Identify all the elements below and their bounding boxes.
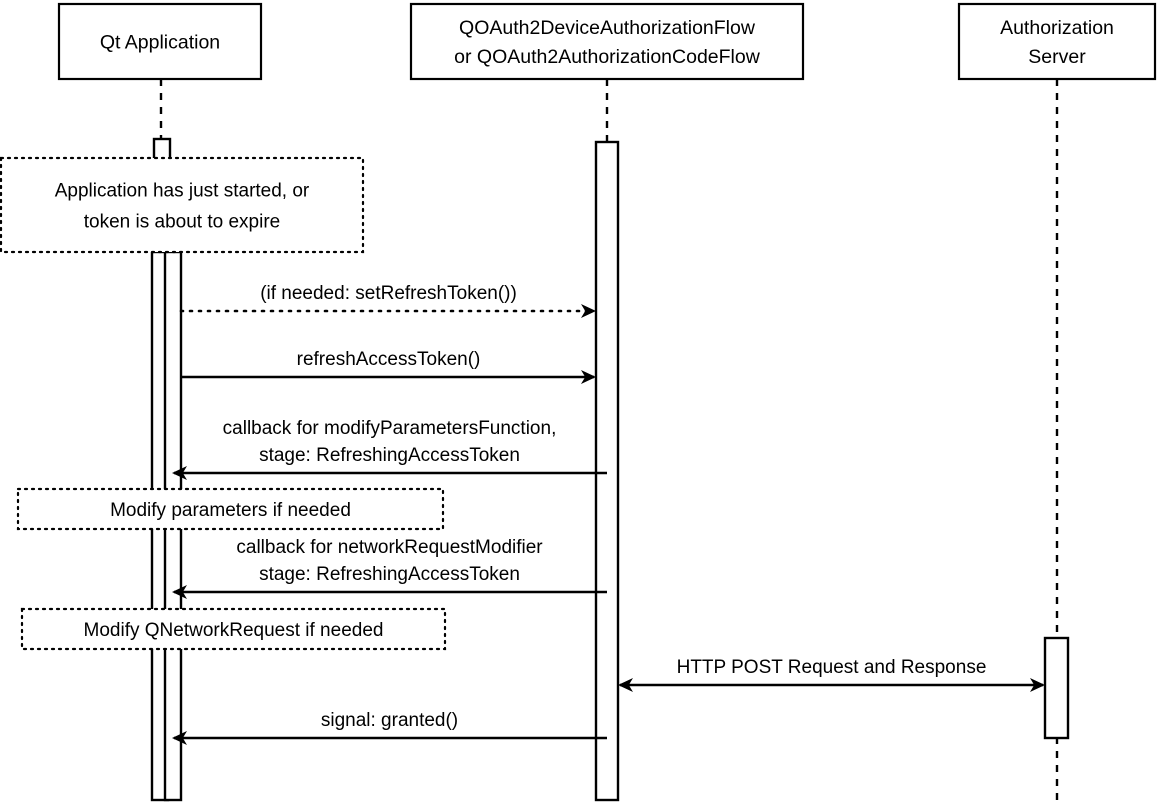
note-started: Application has just started, or token is… <box>0 156 365 254</box>
notes-layer: Application has just started, or token is… <box>0 156 447 651</box>
participant-label: Authorization <box>1000 17 1114 39</box>
msg-refresh-access-token: refreshAccessToken() <box>181 349 596 384</box>
note-text: Modify parameters if needed <box>110 500 351 521</box>
arrow-head-icon <box>172 466 187 480</box>
participant-label: QOAuth2DeviceAuthorizationFlow <box>459 17 756 39</box>
arrow-head-icon <box>581 304 596 318</box>
message-label: callback for networkRequestModifier <box>236 537 543 558</box>
message-label: refreshAccessToken() <box>297 349 481 370</box>
arrow-head-icon <box>581 370 596 384</box>
participant-label: Server <box>1028 46 1086 68</box>
note-border <box>16 487 445 531</box>
participants-layer: Qt Application QOAuth2DeviceAuthorization… <box>57 2 1157 81</box>
message-label: stage: RefreshingAccessToken <box>259 445 520 466</box>
msg-http-post: HTTP POST Request and Response <box>618 657 1045 692</box>
arrow-head-icon <box>618 678 633 692</box>
participant-app[interactable]: Qt Application <box>57 2 263 81</box>
note-text: Application has just started, or <box>55 181 310 202</box>
msg-set-refresh-token: (if needed: setRefreshToken()) <box>179 283 596 318</box>
note-text: token is about to expire <box>84 212 280 233</box>
msg-callback-modify-parameters: callback for modifyParametersFunction, st… <box>172 418 607 480</box>
note-modify-request: Modify QNetworkRequest if needed <box>20 607 447 651</box>
participant-box[interactable] <box>57 2 263 81</box>
note-modify-parameters: Modify parameters if needed <box>16 487 445 531</box>
messages-layer: (if needed: setRefreshToken()) refreshAcc… <box>172 283 1045 745</box>
message-label: HTTP POST Request and Response <box>677 657 987 678</box>
participant-label: Qt Application <box>100 32 220 54</box>
activations-layer <box>150 137 1070 802</box>
note-border <box>0 156 365 254</box>
participant-box[interactable] <box>409 2 805 81</box>
message-label: callback for modifyParametersFunction, <box>223 418 557 439</box>
message-label: stage: RefreshingAccessToken <box>259 564 520 585</box>
participant-box[interactable] <box>957 2 1157 81</box>
arrow-head-icon <box>1030 678 1045 692</box>
msg-signal-granted: signal: granted() <box>172 710 607 745</box>
participant-flow[interactable]: QOAuth2DeviceAuthorizationFlow or QOAuth2… <box>409 2 805 81</box>
activation-server-main <box>1043 636 1070 740</box>
message-label: (if needed: setRefreshToken()) <box>260 283 517 304</box>
msg-callback-network-request-modifier: callback for networkRequestModifier stage… <box>172 537 607 599</box>
participant-label: or QOAuth2AuthorizationCodeFlow <box>454 46 761 68</box>
note-border <box>20 607 447 651</box>
note-text: Modify QNetworkRequest if needed <box>84 620 384 641</box>
message-label: signal: granted() <box>321 710 458 731</box>
activation-flow-main <box>594 140 620 802</box>
arrow-head-icon <box>172 731 187 745</box>
arrow-head-icon <box>172 585 187 599</box>
